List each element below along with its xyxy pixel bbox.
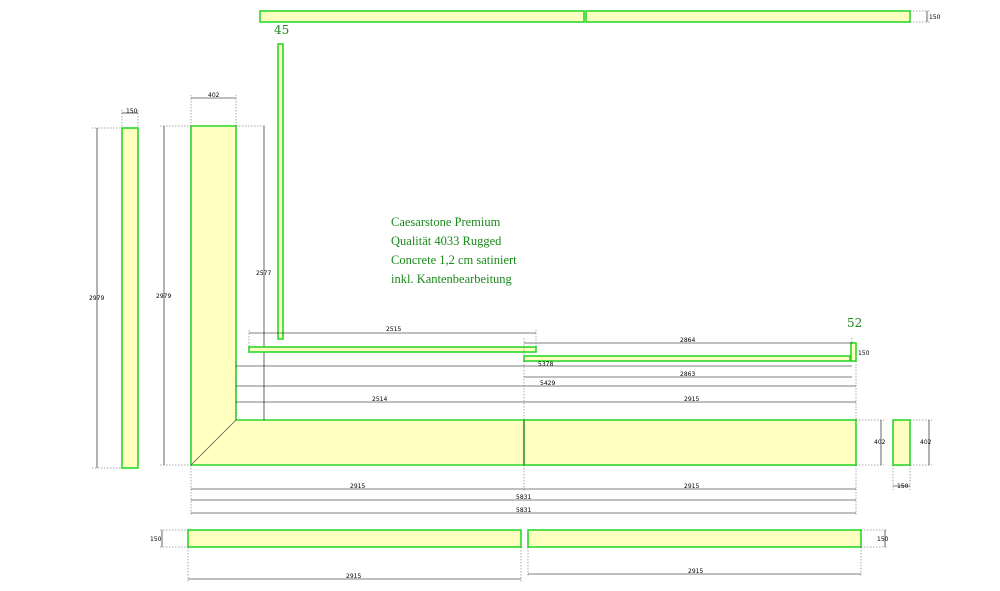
dim-inner-left: 2514	[372, 396, 387, 403]
dim-bottom-total-2: 5831	[516, 507, 531, 514]
dim-upstand-length: 2577	[256, 270, 271, 277]
dim-lower-strip-height-left: 150	[150, 536, 162, 543]
dim-depth-right: 402	[874, 439, 886, 446]
dim-left-strip-width: 150	[126, 108, 138, 115]
dim-total-inner: 5429	[540, 380, 555, 387]
dim-bottom-left: 2915	[350, 483, 365, 490]
dim-leg-length: 2979	[156, 293, 171, 300]
dim-back-right: 2864	[680, 337, 695, 344]
back-strip-left	[248, 346, 537, 353]
material-note-line-1: Caesarstone Premium	[391, 215, 501, 229]
lower-strip-right	[527, 529, 862, 548]
dim-inner-right-2: 2915	[684, 396, 699, 403]
lower-strip-left	[187, 529, 522, 548]
piece-label-45: 45	[274, 23, 289, 37]
miter-joint	[190, 419, 237, 466]
dim-bottom-right: 2915	[684, 483, 699, 490]
back-strip-right	[523, 355, 851, 362]
dim-lower-strip-height-right: 150	[877, 536, 889, 543]
piece-label-52: 52	[847, 316, 862, 330]
l-counter-left-part	[190, 125, 525, 466]
top-strip-left	[259, 10, 585, 23]
dim-small-piece-width: 150	[897, 483, 909, 490]
dim-small-piece-height: 402	[920, 439, 932, 446]
small-right-piece	[892, 419, 911, 466]
dim-left-strip-length: 2979	[89, 295, 104, 302]
dim-bottom-total-1: 5831	[516, 494, 531, 501]
dim-back-left: 2515	[386, 326, 401, 333]
material-note: Caesarstone Premium Qualität 4033 Rugged…	[391, 213, 517, 289]
dim-back-total: 5378	[538, 361, 553, 368]
end-piece-52	[850, 342, 857, 362]
left-strip	[121, 127, 139, 469]
material-note-line-4: inkl. Kantenbearbeitung	[391, 272, 512, 286]
dim-inner-right: 2863	[680, 371, 695, 378]
top-strip-right	[585, 10, 911, 23]
dim-small-52: 150	[858, 350, 870, 357]
dim-leg-width: 402	[208, 92, 220, 99]
dim-top-strip-height: 150	[929, 14, 941, 21]
material-note-line-3: Concrete 1,2 cm satiniert	[391, 253, 517, 267]
dim-lower-right-length: 2915	[688, 568, 703, 575]
material-note-line-2: Qualität 4033 Rugged	[391, 234, 502, 248]
dim-lower-left-length: 2915	[346, 573, 361, 580]
upstand-piece-45	[277, 43, 284, 340]
l-counter-right-part	[523, 419, 857, 466]
